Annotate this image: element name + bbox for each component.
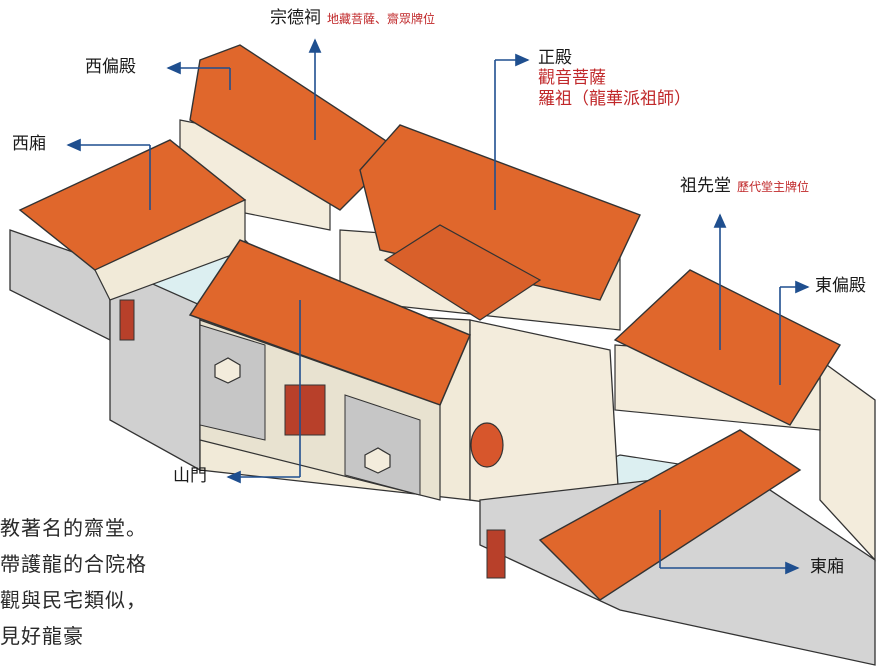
body-text-line-3: 觀與民宅類似， bbox=[0, 588, 147, 612]
label-zhengdian-line1: 觀音菩薩 bbox=[538, 68, 606, 89]
body-text-line-4: 見好龍豪 bbox=[0, 624, 84, 648]
west-door bbox=[119, 299, 135, 341]
east-end-wall bbox=[819, 358, 876, 562]
hexagon-window-left bbox=[214, 357, 241, 384]
round-window bbox=[470, 422, 504, 468]
label-zuxiantang: 祖先堂歷代堂主牌位 bbox=[680, 176, 809, 196]
label-zongde-name: 宗德祠 bbox=[270, 8, 321, 28]
label-zuxiantang-name: 祖先堂 bbox=[680, 176, 731, 196]
gate-right-stone bbox=[344, 394, 421, 496]
label-dongpiandian: 東偏殿 bbox=[815, 276, 866, 296]
label-xipiandian: 西偏殿 bbox=[85, 57, 136, 77]
hexagon-window-right bbox=[364, 447, 391, 474]
label-shanmen: 山門 bbox=[173, 466, 207, 486]
label-zongde: 宗德祠地藏菩薩、齋眾牌位 bbox=[270, 8, 435, 28]
east-wing-roof bbox=[538, 429, 802, 601]
label-zongde-note: 地藏菩薩、齋眾牌位 bbox=[327, 12, 436, 26]
label-xixiang: 西廂 bbox=[12, 134, 46, 154]
gate-door bbox=[284, 384, 326, 436]
label-dongxiang: 東廂 bbox=[810, 557, 844, 577]
label-zhengdian-line2: 羅祖（龍華派祖師） bbox=[538, 88, 691, 109]
label-zhengdian-name: 正殿 bbox=[538, 48, 572, 68]
label-zuxiantang-note: 歷代堂主牌位 bbox=[737, 180, 810, 194]
label-zhengdian: 正殿 觀音菩薩 羅祖（龍華派祖師） bbox=[538, 48, 691, 109]
gate-left-stone bbox=[199, 324, 266, 441]
east-door bbox=[486, 529, 506, 579]
body-text-line-2: 帶護龍的合院格 bbox=[0, 552, 147, 576]
main-hall-inner-roof bbox=[383, 224, 542, 321]
east-side-hall-roof bbox=[613, 269, 842, 426]
body-text-line-1: 教著名的齋堂。 bbox=[0, 516, 147, 540]
